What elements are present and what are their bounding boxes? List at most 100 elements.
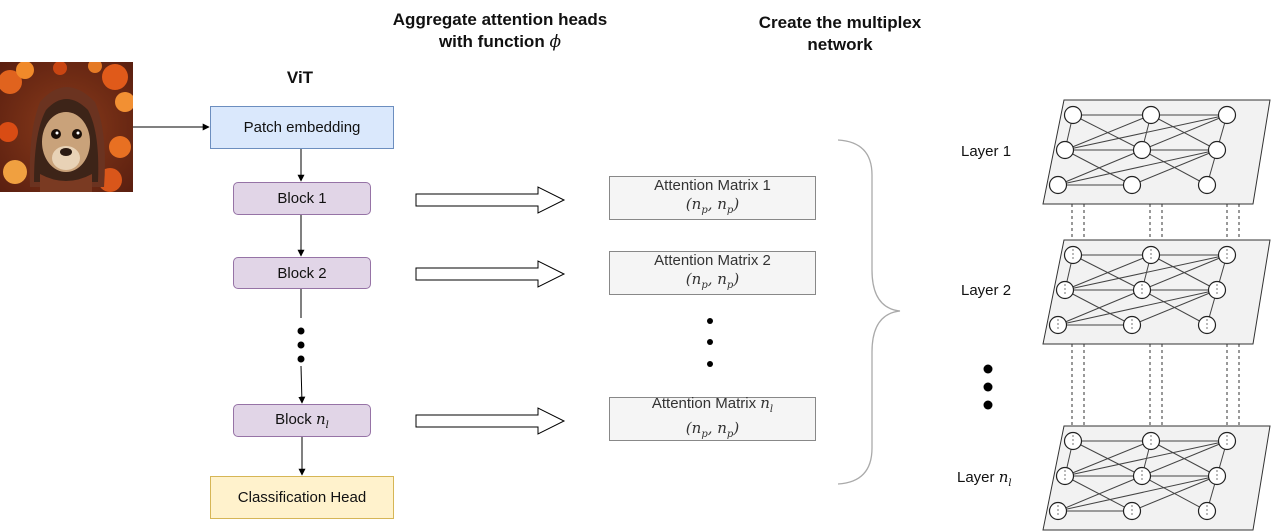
attention-matrix-2-shape: (np, np) <box>686 270 739 295</box>
intra-layer-edge <box>1141 440 1228 477</box>
intra-layer-edge <box>1064 440 1152 477</box>
network-node <box>1197 175 1217 195</box>
layer-n-sub: l <box>1008 478 1012 489</box>
intra-layer-edge <box>1057 149 1218 186</box>
block-2-label: Block 2 <box>277 264 327 282</box>
shape-open: (n <box>685 195 702 213</box>
intra-layer-edge <box>1057 149 1143 186</box>
multiplex-heading-line2: network <box>807 35 873 54</box>
attention-matrix-2-box: Attention Matrix 2 (np, np) <box>609 251 816 295</box>
layer-plane <box>1042 425 1271 531</box>
dog-icon <box>29 87 105 192</box>
aggregate-heading: Aggregate attention heads with function … <box>360 9 640 53</box>
network-node <box>1055 140 1075 160</box>
layer-ellipsis-dot-3 <box>983 400 993 410</box>
layer-ellipsis-dot-1 <box>983 364 993 374</box>
layer-2-label: Layer 2 <box>961 282 1012 299</box>
attention-matrix-n-symbol: n <box>760 394 770 412</box>
shape-open: (n <box>685 270 702 288</box>
network-node <box>1132 140 1152 160</box>
shape-mid: , n <box>707 195 727 213</box>
shape-sub: p <box>726 205 734 216</box>
block-1-box: Block 1 <box>233 182 371 215</box>
block-n-label: Block nl <box>275 410 329 431</box>
vit-ellipsis-dot-3 <box>297 355 305 363</box>
attention-matrix-1-box: Attention Matrix 1 (np, np) <box>609 176 816 220</box>
vit-ellipsis-dot-2 <box>297 341 305 349</box>
intra-layer-edge <box>1057 475 1143 512</box>
attention-matrix-2-label: Attention Matrix 2 <box>654 252 771 269</box>
attention-matrix-n-box: Attention Matrix nl (np, np) <box>609 394 816 444</box>
layer-n-label: Layer nl <box>957 468 1012 489</box>
network-node <box>1217 105 1237 125</box>
input-dog-image <box>0 62 133 192</box>
classification-head-box: Classification Head <box>210 476 394 519</box>
shape-sub: p <box>701 205 708 216</box>
block-2-box: Block 2 <box>233 257 371 289</box>
intra-layer-edge <box>1064 440 1228 477</box>
shape-sub: p <box>726 429 734 440</box>
multiplex-heading: Create the multiplex network <box>730 12 950 56</box>
classification-head-label: Classification Head <box>237 489 367 506</box>
layer-n-prefix: Layer <box>957 469 999 486</box>
block1-to-attention-arrow <box>415 186 566 214</box>
intra-layer-edge <box>1064 114 1152 151</box>
intra-layer-edge <box>1064 114 1228 151</box>
attention-matrix-n-shape: (np, np) <box>686 419 739 444</box>
patch-embedding-label: Patch embedding <box>243 119 361 136</box>
layer-plane <box>1042 99 1271 205</box>
layer-n-symbol: n <box>998 468 1009 486</box>
layer-ellipsis-dot-2 <box>983 382 993 392</box>
layer-plane <box>1042 239 1271 345</box>
vit-heading: ViT <box>286 68 314 87</box>
shape-mid: , n <box>707 270 727 288</box>
curly-brace <box>837 139 901 485</box>
network-node <box>1048 175 1068 195</box>
block2-to-attention-arrow <box>415 260 566 288</box>
block-n-sub: l <box>325 420 329 431</box>
shape-sub: p <box>726 280 734 291</box>
intra-layer-edge <box>1131 289 1218 326</box>
ellipsis-to-blockn-arrow <box>298 365 306 404</box>
block-1-label: Block 1 <box>277 190 327 207</box>
vit-ellipsis-dot-1 <box>297 327 305 335</box>
network-node <box>1141 105 1161 125</box>
shape-close: ) <box>733 195 740 213</box>
shape-close: ) <box>733 419 740 437</box>
attention-matrix-1-shape: (np, np) <box>686 195 739 220</box>
aggregate-heading-line2: with function ϕ <box>360 31 640 53</box>
blockn-to-attention-arrow <box>415 407 566 435</box>
shape-sub: p <box>701 280 708 291</box>
phi-symbol: ϕ <box>549 32 562 52</box>
intra-layer-edge <box>1141 254 1228 291</box>
intra-layer-edge <box>1064 254 1152 291</box>
aggregate-heading-line2-text: with function <box>438 32 550 51</box>
block-n-prefix: Block <box>275 411 316 428</box>
shape-sub: p <box>701 429 708 440</box>
attention-matrix-1-label: Attention Matrix 1 <box>654 177 771 194</box>
attention-ellipsis-dot-1 <box>707 318 713 324</box>
shape-mid: , n <box>707 419 727 437</box>
block-n-symbol: n <box>315 410 326 428</box>
patch-embedding-box: Patch embedding <box>210 106 394 149</box>
intra-layer-edge <box>1064 289 1133 326</box>
multiplex-heading-line1: Create the multiplex <box>758 13 922 32</box>
network-node <box>1122 175 1142 195</box>
attention-ellipsis-dot-2 <box>707 339 713 345</box>
intra-layer-edge <box>1057 475 1218 512</box>
network-node <box>1207 140 1227 160</box>
shape-close: ) <box>733 270 740 288</box>
block-n-box: Block nl <box>233 404 371 437</box>
intra-layer-edge <box>1064 149 1133 186</box>
network-node <box>1063 105 1083 125</box>
intra-layer-edge <box>1064 254 1228 291</box>
intra-layer-edge <box>1064 475 1133 512</box>
attention-ellipsis-dot-3 <box>707 361 713 367</box>
intra-layer-edge <box>1057 289 1143 326</box>
shape-open: (n <box>685 419 702 437</box>
aggregate-heading-line1: Aggregate attention heads <box>392 10 608 29</box>
attention-matrix-n-label: Attention Matrix nl <box>652 394 773 419</box>
intra-layer-edge <box>1131 475 1218 512</box>
